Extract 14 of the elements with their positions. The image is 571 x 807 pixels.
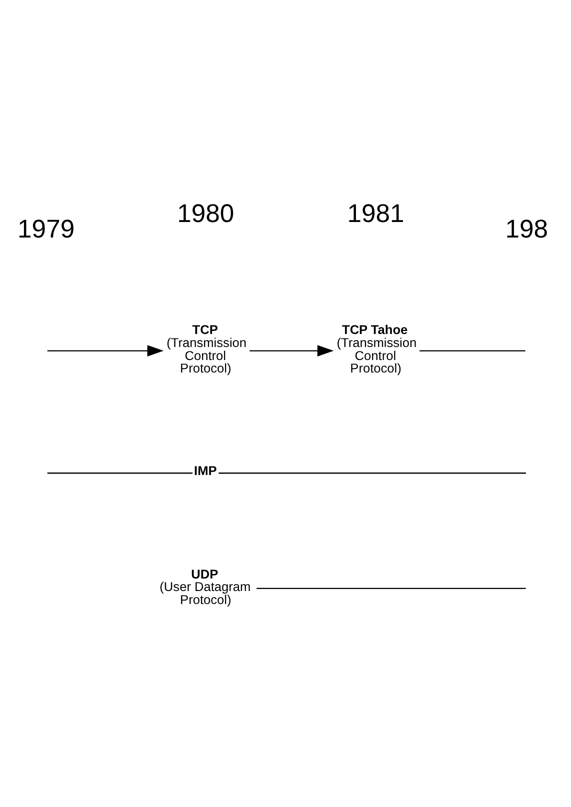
node-text: IMP	[194, 463, 217, 478]
arrow	[47, 345, 164, 356]
label: 1980	[177, 200, 234, 228]
connector	[47, 472, 193, 474]
arrow	[250, 345, 334, 356]
connector	[218, 472, 526, 474]
label: 198	[505, 215, 548, 244]
node-text: UDP (User Datagram Protocol)	[160, 566, 251, 607]
connector	[256, 588, 526, 590]
label: 1979	[18, 215, 75, 244]
node-text: TCP (Transmission Control Protocol)	[166, 322, 247, 376]
label: 1981	[347, 200, 404, 228]
node-text: TCP Tahoe (Transmission Control Protocol)	[336, 322, 417, 376]
connector	[420, 350, 526, 352]
